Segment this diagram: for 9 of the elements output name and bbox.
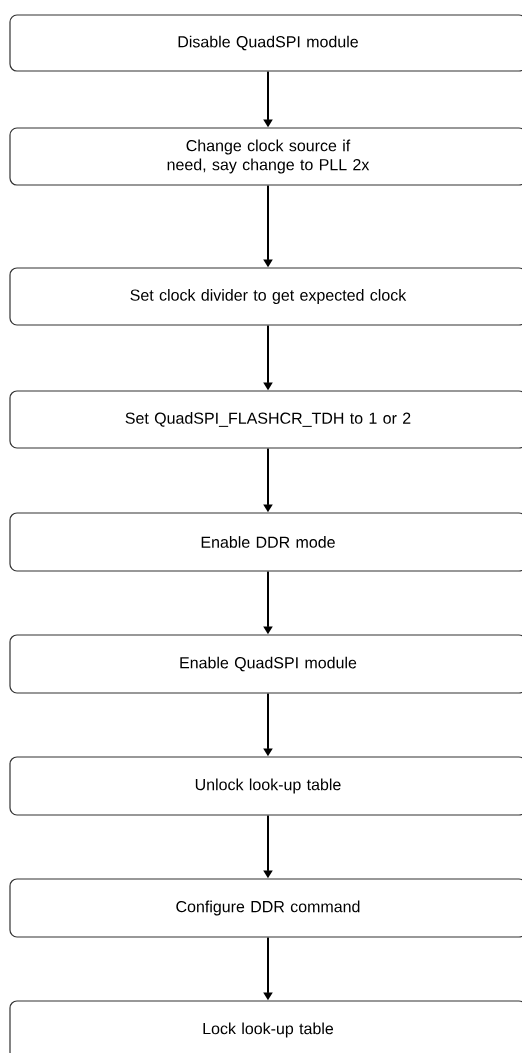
process-box: Unlock look-up table — [9, 756, 522, 816]
process-box: Set clock divider to get expected clock — [9, 267, 522, 326]
process-box: Disable QuadSPI module — [9, 14, 522, 72]
process-box: Set QuadSPI_FLASHCR_TDH to 1 or 2 — [9, 390, 522, 449]
process-box: Configure DDR command — [9, 878, 522, 938]
process-box: Change clock source if need, say change to PLL 2x — [9, 127, 522, 186]
process-box: Enable DDR mode — [9, 512, 522, 572]
process-box: Enable QuadSPI module — [9, 634, 522, 694]
process-box: Lock look-up table — [9, 1000, 522, 1053]
